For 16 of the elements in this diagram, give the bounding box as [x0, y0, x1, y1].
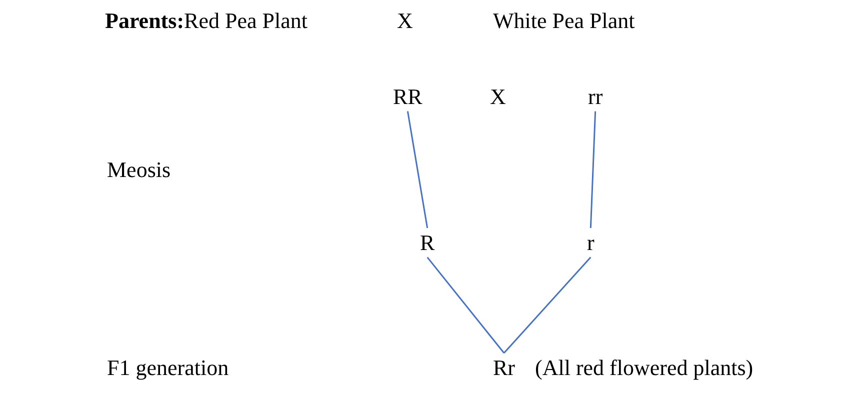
label-text: F1 generation: [107, 355, 229, 380]
connector-line: [590, 111, 596, 228]
label-text: Parents:Red Pea Plant: [105, 8, 308, 34]
genotype-text: R: [420, 230, 435, 256]
genotype-text: r: [587, 230, 594, 256]
genotype-text: rr: [588, 84, 603, 110]
label-text: X: [490, 84, 506, 110]
label-text: White Pea Plant: [493, 8, 635, 34]
connector-line: [406, 111, 428, 228]
connector-line: [503, 256, 592, 354]
phenotype-note: (All red flowered plants): [535, 355, 754, 380]
label-text: Meosis: [107, 157, 171, 182]
genotype-text: Rr: [493, 355, 515, 380]
label-text: X: [397, 8, 413, 34]
connector-line: [426, 256, 505, 354]
genotype-text: RR: [393, 84, 422, 110]
